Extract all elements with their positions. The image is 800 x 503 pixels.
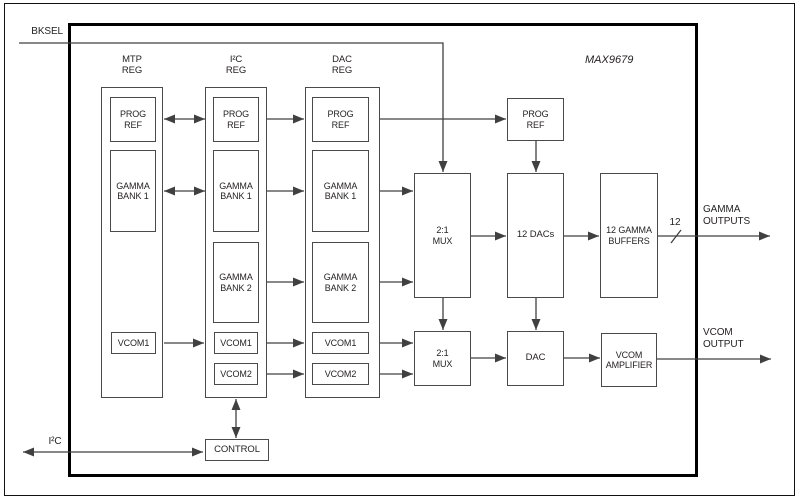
gamma-bus-width-label: 12 [669, 217, 681, 228]
i2c-vcom1-block: VCOM1 [214, 332, 258, 354]
gamma-buffers-block: 12 GAMMA BUFFERS [600, 173, 658, 298]
vcom-output-label: VCOM OUTPUT [703, 327, 744, 350]
chip-boundary [68, 23, 698, 477]
control-block: CONTROL [205, 439, 269, 461]
dac-vcom2-block: VCOM2 [312, 363, 369, 385]
gamma-mux-block: 2:1 MUX [414, 173, 471, 298]
dac-vcom1-block: VCOM1 [312, 332, 369, 354]
vcom-amplifier-block: VCOM AMPLIFIER [601, 333, 657, 387]
i2c-input-label: I²C [48, 436, 62, 447]
figure-border [4, 3, 795, 496]
mtp-reg-header: MTP REG [121, 54, 143, 76]
i2c-gamma-bank1-block: GAMMA BANK 1 [213, 150, 259, 232]
dac-prog-ref-block: PROG REF [312, 97, 369, 142]
dac-reg-header: DAC REG [331, 54, 353, 76]
vcom-mux-block: 2:1 MUX [414, 331, 471, 386]
prog-ref-top-block: PROG REF [507, 98, 564, 141]
i2c-prog-ref-block: PROG REF [213, 97, 259, 142]
i2c-vcom2-block: VCOM2 [214, 363, 258, 385]
dac-gamma-bank2-block: GAMMA BANK 2 [312, 242, 369, 323]
i2c-gamma-bank2-block: GAMMA BANK 2 [213, 242, 259, 323]
gamma-outputs-label: GAMMA OUTPUTS [703, 204, 751, 227]
bksel-input-label: BKSEL [31, 26, 63, 37]
mtp-gamma-bank1-block: GAMMA BANK 1 [110, 150, 156, 232]
mtp-vcom1-block: VCOM1 [111, 332, 156, 354]
chip-name-label: MAX9679 [585, 54, 634, 66]
vcom-dac-block: DAC [507, 331, 564, 386]
i2c-reg-header: I²C REG [225, 54, 247, 76]
dac-gamma-bank1-block: GAMMA BANK 1 [312, 150, 369, 232]
gamma-dacs-block: 12 DACs [507, 173, 564, 298]
mtp-prog-ref-block: PROG REF [110, 97, 156, 142]
